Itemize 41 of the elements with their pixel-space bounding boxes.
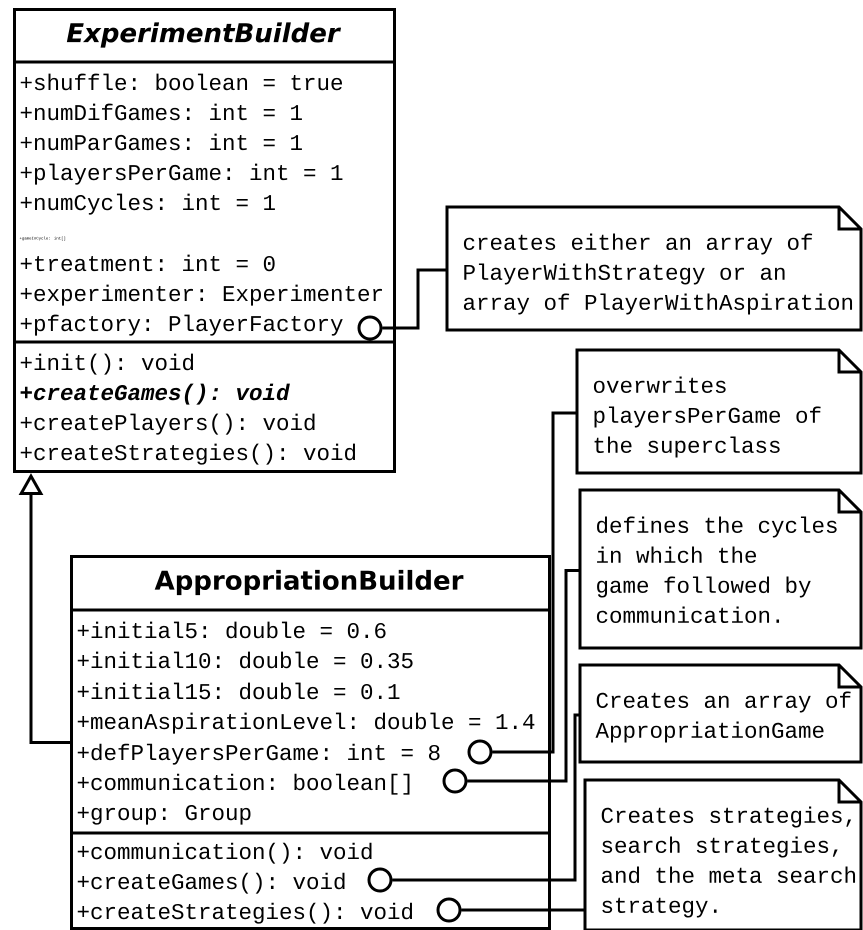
- attribute-text: +shuffle: boolean = true: [20, 74, 342, 90]
- attribute-text: +initial5: double = 0.6: [78, 622, 386, 638]
- attribute-text: +group: Group: [78, 804, 250, 825]
- attribute-text: +numParGames: int = 1: [20, 134, 302, 150]
- class-name: ExperimentBuilder: [66, 22, 342, 48]
- note-box: Creates strategies, search strategies, and the meta search strategy.: [584, 778, 862, 930]
- attribute-text: +meanAspirationLevel: double = 1.4: [78, 712, 534, 734]
- method-text: +createGames(): void: [20, 384, 290, 405]
- connector-line: [462, 908, 585, 912]
- method-text: +createGames(): void: [78, 872, 345, 894]
- connector-line: [468, 569, 580, 782]
- connector-line: [392, 714, 580, 882]
- connector-line: [382, 268, 447, 330]
- interface-circle: [442, 768, 468, 794]
- method-text: +createStrategies(): void: [20, 444, 356, 465]
- interface-circle: [468, 740, 492, 764]
- method-text: +init(): void: [20, 354, 194, 375]
- attribute-text: +defPlayersPerGame: int = 8: [78, 744, 440, 765]
- connector-line: [492, 412, 577, 754]
- attribute-text: +initial10: double = 0.35: [78, 652, 413, 668]
- interface-circle: [368, 868, 392, 892]
- attribute-text: +pfactory: PlayerFactory: [20, 314, 343, 336]
- class-name: AppropriationBuilder: [154, 570, 464, 596]
- interface-circle: [436, 898, 462, 922]
- attribute-text: +playersPerGame: int = 1: [20, 164, 342, 185]
- attribute-text: +initial15: double = 0.1: [78, 682, 400, 700]
- method-text: +createStrategies(): void: [78, 902, 412, 924]
- class-box: [70, 555, 551, 930]
- attribute-text: +treatment: int = 0: [20, 254, 275, 272]
- method-text: +communication(): void: [78, 842, 372, 864]
- attribute-text: +experimenter: Experimenter: [20, 284, 382, 306]
- note-box: overwrites playersPerGame of the superclass: [576, 348, 862, 474]
- attribute-text: +communication: boolean[]: [78, 774, 410, 795]
- note-box: defines the cycles in which the game followed by communication.: [578, 488, 862, 650]
- attribute-text: +numDifGames: int = 1: [20, 104, 302, 120]
- attribute-text: +numCycles: int = 1: [20, 194, 275, 215]
- method-text: +createPlayers(): void: [20, 414, 315, 435]
- note-box: creates either an array of PlayerWithStrategy or an array of PlayerWithAspiration: [446, 206, 862, 332]
- interface-circle: [358, 316, 382, 340]
- note-box: Creates an array of AppropriationGame: [578, 664, 862, 764]
- class-box: [13, 8, 396, 473]
